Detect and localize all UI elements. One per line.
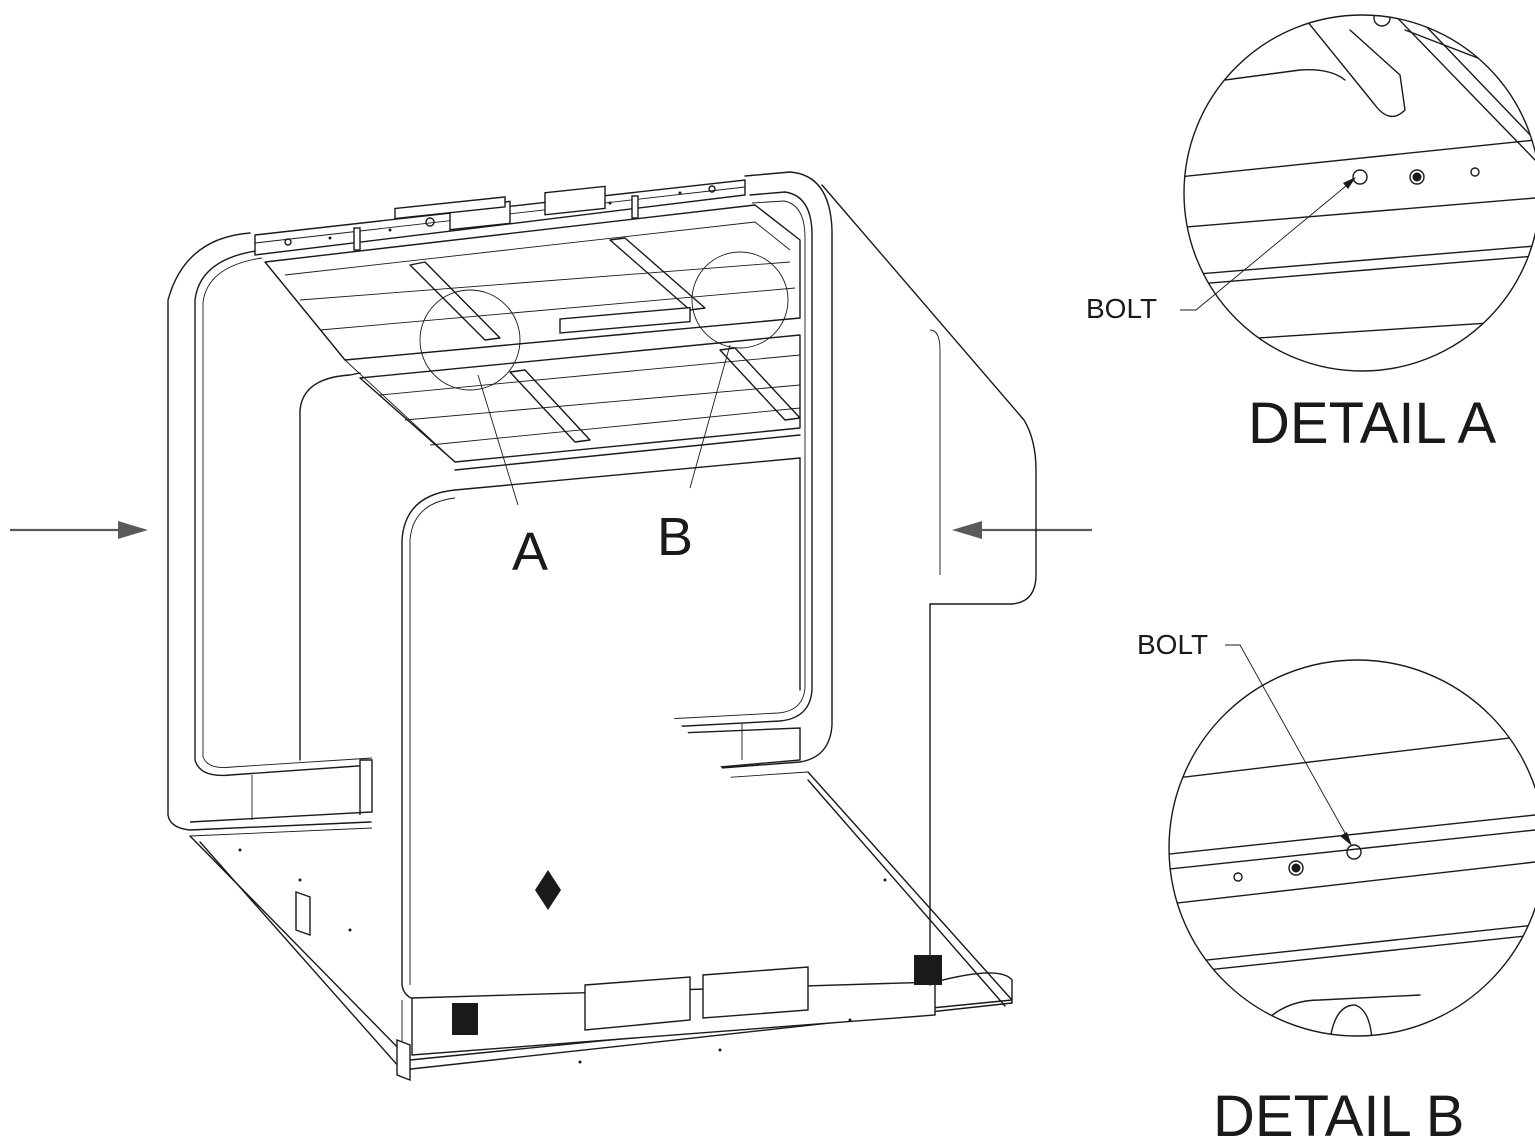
- access-panel-right: [702, 966, 809, 1019]
- left-vent-grille: [452, 1003, 478, 1035]
- right-vent-grille: [914, 955, 942, 985]
- front-panel: [401, 489, 931, 1001]
- detail-b-title: DETAIL B: [1213, 1084, 1464, 1141]
- detail-b-callout-circle: [691, 251, 789, 349]
- callout-label-b: B: [657, 507, 693, 567]
- left-frame-outer: [167, 232, 371, 831]
- detail-a-callout-circle: [419, 289, 521, 391]
- right-frame-outer: [629, 171, 833, 776]
- access-panel-left: [584, 976, 691, 1031]
- detail-a: BOLT DETAIL A: [1086, 14, 1535, 456]
- mid-interior-frames: [344, 306, 801, 471]
- right-push-arrow: [952, 521, 1092, 539]
- detail-b-bolt-label: BOLT: [1137, 629, 1208, 660]
- left-frame-inner: [194, 249, 373, 777]
- top-interior-frames: [264, 185, 801, 361]
- cabinet-frame: [167, 171, 1037, 1082]
- right-frame-inner: [647, 191, 813, 729]
- detail-a-bolt-label: BOLT: [1086, 293, 1157, 324]
- detail-b: BOLT DETAIL B: [1137, 629, 1535, 1146]
- detail-a-title: DETAIL A: [1248, 391, 1497, 456]
- base-frame: [189, 603, 1013, 1082]
- callout-label-a: A: [512, 522, 548, 582]
- diamond-marker: [535, 870, 561, 910]
- left-push-arrow: [10, 521, 148, 539]
- right-side-panel: [821, 184, 1037, 605]
